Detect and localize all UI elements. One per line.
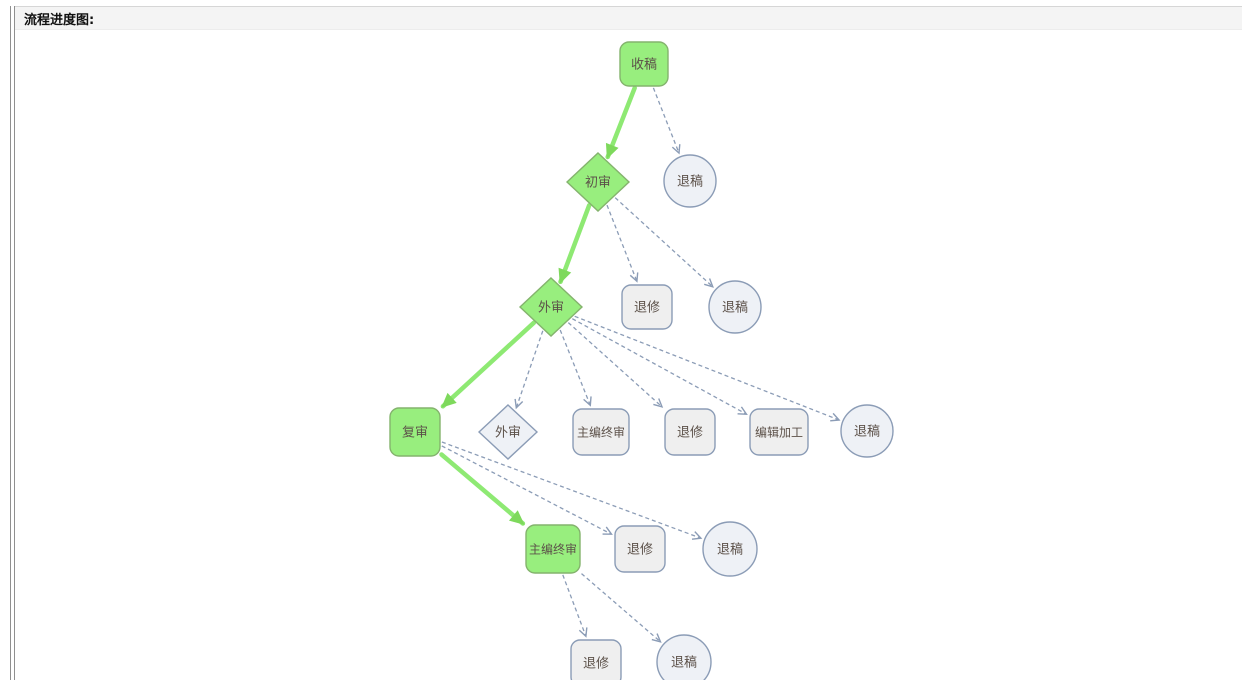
flow-node-editing: 编辑加工 bbox=[749, 408, 809, 456]
flow-edge-chief-final-review-active-to-revise-4 bbox=[562, 574, 588, 638]
flow-node-reject-3: 退稿 bbox=[840, 404, 894, 458]
flow-edge-initial-review-to-reject-2 bbox=[614, 197, 714, 288]
roundrect-shape bbox=[525, 524, 581, 574]
flow-node-initial-review: 初审 bbox=[565, 152, 631, 212]
flow-edge-external-review-to-external-review-2 bbox=[514, 330, 544, 410]
flow-node-external-review-2: 外审 bbox=[477, 404, 539, 460]
circle-shape bbox=[840, 404, 894, 458]
flow-edge-re-review-to-revise-3 bbox=[441, 445, 613, 535]
circle-shape bbox=[656, 634, 712, 680]
flow-node-revise-3: 退修 bbox=[614, 525, 666, 573]
flow-edge-receive-to-initial-review bbox=[605, 85, 637, 160]
flow-node-re-review: 复审 bbox=[389, 407, 441, 457]
section-title: 流程进度图: bbox=[24, 12, 95, 28]
roundrect-shape bbox=[664, 408, 716, 456]
flow-edge-receive-to-reject-1 bbox=[652, 87, 681, 155]
flow-node-reject-5: 退稿 bbox=[656, 634, 712, 680]
flow-node-revise-4: 退修 bbox=[570, 639, 622, 680]
flow-edge-external-review-to-revise-2 bbox=[567, 322, 664, 408]
flow-edge-chief-final-review-active-to-reject-5 bbox=[581, 573, 662, 643]
flow-node-chief-final-review: 主编终审 bbox=[572, 408, 630, 456]
roundrect-shape bbox=[572, 408, 630, 456]
roundrect-shape bbox=[619, 41, 669, 87]
node-layer: 收稿初审退稿外审退修退稿复审外审主编终审退修编辑加工退稿主编终审退修退稿退修退稿 bbox=[389, 41, 894, 680]
flow-node-revise-1: 退修 bbox=[621, 284, 673, 330]
circle-shape bbox=[702, 521, 758, 577]
flow-edge-re-review-to-chief-final-review-active bbox=[439, 452, 526, 526]
edge-layer bbox=[439, 85, 841, 643]
section-header: 流程进度图: bbox=[15, 6, 1242, 30]
roundrect-shape bbox=[621, 284, 673, 330]
flow-node-chief-final-review-active: 主编终审 bbox=[525, 524, 581, 574]
flow-edge-external-review-to-re-review bbox=[440, 320, 537, 409]
flow-edge-initial-review-to-revise-1 bbox=[606, 204, 639, 283]
circle-shape bbox=[663, 154, 717, 208]
roundrect-shape bbox=[749, 408, 809, 456]
diamond-shape bbox=[565, 152, 631, 212]
roundrect-shape bbox=[389, 407, 441, 457]
circle-shape bbox=[708, 280, 762, 334]
flow-edge-external-review-to-editing bbox=[571, 318, 748, 415]
roundrect-shape bbox=[570, 639, 622, 680]
flow-node-revise-2: 退修 bbox=[664, 408, 716, 456]
flow-node-reject-4: 退稿 bbox=[702, 521, 758, 577]
diamond-shape bbox=[477, 404, 539, 460]
flow-edge-external-review-to-chief-final-review bbox=[559, 329, 592, 407]
flow-edge-external-review-to-reject-3 bbox=[574, 315, 841, 422]
diamond-shape bbox=[518, 277, 584, 337]
flow-edge-initial-review-to-external-review bbox=[558, 203, 592, 285]
flow-node-reject-1: 退稿 bbox=[663, 154, 717, 208]
flow-node-reject-2: 退稿 bbox=[708, 280, 762, 334]
left-table-border bbox=[10, 6, 15, 680]
roundrect-shape bbox=[614, 525, 666, 573]
flow-node-receive: 收稿 bbox=[619, 41, 669, 87]
